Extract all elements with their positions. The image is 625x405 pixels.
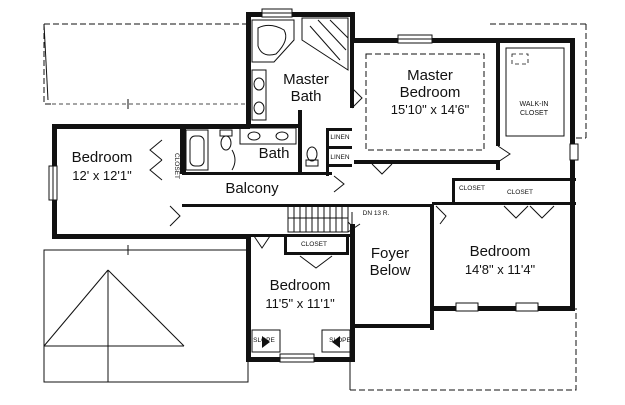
slope-label-right: SLOPE xyxy=(329,337,351,344)
bath-label: Bath xyxy=(259,145,290,162)
bedroom-south-label: Bedroom xyxy=(270,277,331,294)
corner-tub xyxy=(251,19,295,63)
bath-vanity xyxy=(239,127,297,145)
stairs-down-label: DN 13 R. xyxy=(363,210,390,217)
balcony-label: Balcony xyxy=(225,180,279,197)
bedroom-west-dimensions: 12' x 12'1" xyxy=(72,168,132,183)
master-bath-label-line2: Bath xyxy=(291,88,322,105)
closet-label-east: CLOSET xyxy=(507,189,533,196)
master-bedroom-dimensions: 15'10" x 14'6" xyxy=(391,102,470,117)
foyer-label-line2: Below xyxy=(370,262,411,279)
closet-label-west: CLOSET xyxy=(173,153,180,179)
roof-outline-northwest xyxy=(43,23,248,105)
master-bath-vanity xyxy=(251,69,267,121)
closet-label-south: CLOSET xyxy=(301,241,327,248)
toilet-master xyxy=(305,146,319,167)
master-bath-label-line1: Master xyxy=(283,71,329,88)
master-bedroom-label-line2: Bedroom xyxy=(400,84,461,101)
master-bath-shower-stairs xyxy=(301,17,349,71)
master-bedroom-label-line1: Master xyxy=(407,67,453,84)
slope-label-left: SLOPE xyxy=(253,337,275,344)
doors xyxy=(149,87,555,269)
dashed-ridge-line-west xyxy=(56,245,248,255)
bedroom-east-dimensions: 14'8" x 11'4" xyxy=(465,262,536,277)
exterior-walls xyxy=(52,12,575,362)
foyer-label-line1: Foyer xyxy=(371,245,409,262)
roof-outline-southeast xyxy=(349,308,577,391)
interior-walls xyxy=(180,38,576,255)
windows xyxy=(48,8,579,363)
closet-label-hall: CLOSET xyxy=(459,185,485,192)
walk-in-closet-shelf xyxy=(505,47,565,137)
bedroom-east-label: Bedroom xyxy=(470,243,531,260)
linen-label-lower: LINEN xyxy=(330,154,349,161)
master-bedroom-tray-ceiling xyxy=(365,53,485,151)
bedroom-west-label: Bedroom xyxy=(72,149,133,166)
roof-outline-northeast xyxy=(490,23,587,139)
slope-markers xyxy=(251,329,351,353)
linen-label-upper: LINEN xyxy=(330,134,349,141)
walk-in-closet-label-line1: WALK-IN xyxy=(520,101,549,108)
walk-in-closet-label-line2: CLOSET xyxy=(520,110,549,117)
roof-hip-southwest xyxy=(43,249,249,383)
bathtub xyxy=(185,129,209,171)
bedroom-south-dimensions: 11'5" x 11'1" xyxy=(265,296,335,311)
staircase xyxy=(287,205,353,233)
dashed-ridge-line-north xyxy=(52,99,248,109)
toilet-bath xyxy=(219,129,233,151)
